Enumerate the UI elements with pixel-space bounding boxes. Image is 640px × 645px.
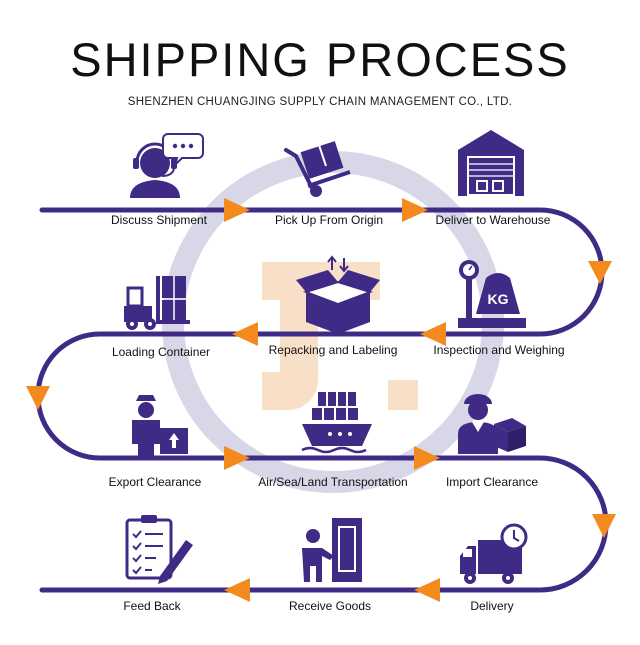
step-label-repacking-and-labeling: Repacking and Labeling bbox=[268, 343, 398, 357]
checklist-icon bbox=[125, 515, 193, 584]
step-label-air-sea-land-transportation: Air/Sea/Land Transportation bbox=[258, 475, 408, 489]
step-label-deliver-to-warehouse: Deliver to Warehouse bbox=[435, 213, 551, 227]
watermark-dot bbox=[388, 380, 418, 410]
arrow-down bbox=[588, 261, 612, 284]
flow-arrows bbox=[26, 198, 616, 602]
headset-operator-icon bbox=[130, 133, 204, 198]
step-label-receive-goods: Receive Goods bbox=[288, 599, 372, 613]
page-title: SHIPPING PROCESS bbox=[70, 33, 570, 86]
open-box-icon bbox=[296, 255, 380, 334]
arrow-left bbox=[420, 322, 446, 346]
weighing-scale-icon: KG bbox=[458, 260, 526, 328]
warehouse-icon bbox=[458, 130, 524, 196]
receive-goods-icon bbox=[302, 518, 362, 582]
arrow-right bbox=[414, 446, 440, 470]
arrow-right bbox=[402, 198, 428, 222]
delivery-truck-icon bbox=[460, 523, 528, 584]
arrow-right bbox=[224, 198, 250, 222]
customs-officer-icon bbox=[132, 395, 188, 460]
step-label-pick-up-from-origin: Pick Up From Origin bbox=[274, 213, 384, 227]
step-label-delivery: Delivery bbox=[470, 599, 514, 613]
svg-text:KG: KG bbox=[488, 291, 509, 307]
step-label-export-clearance: Export Clearance bbox=[108, 475, 202, 489]
hand-truck-icon bbox=[284, 141, 351, 197]
page-subtitle: SHENZHEN CHUANGJING SUPPLY CHAIN MANAGEM… bbox=[127, 96, 513, 108]
arrow-left bbox=[232, 322, 258, 346]
forklift-icon bbox=[124, 276, 190, 330]
arrow-down bbox=[592, 514, 616, 538]
step-label-inspection-and-weighing: Inspection and Weighing bbox=[433, 343, 565, 357]
arrow-right bbox=[224, 446, 250, 470]
step-label-import-clearance: Import Clearance bbox=[445, 475, 539, 489]
courier-icon bbox=[458, 394, 526, 454]
arrow-down bbox=[26, 386, 50, 410]
cargo-ship-icon bbox=[301, 392, 372, 454]
arrow-left bbox=[414, 578, 440, 602]
step-label-discuss-shipment: Discuss Shipment bbox=[110, 213, 208, 227]
arrow-left bbox=[224, 578, 250, 602]
step-label-feed-back: Feed Back bbox=[123, 599, 181, 613]
step-label-loading-container: Loading Container bbox=[111, 345, 211, 359]
